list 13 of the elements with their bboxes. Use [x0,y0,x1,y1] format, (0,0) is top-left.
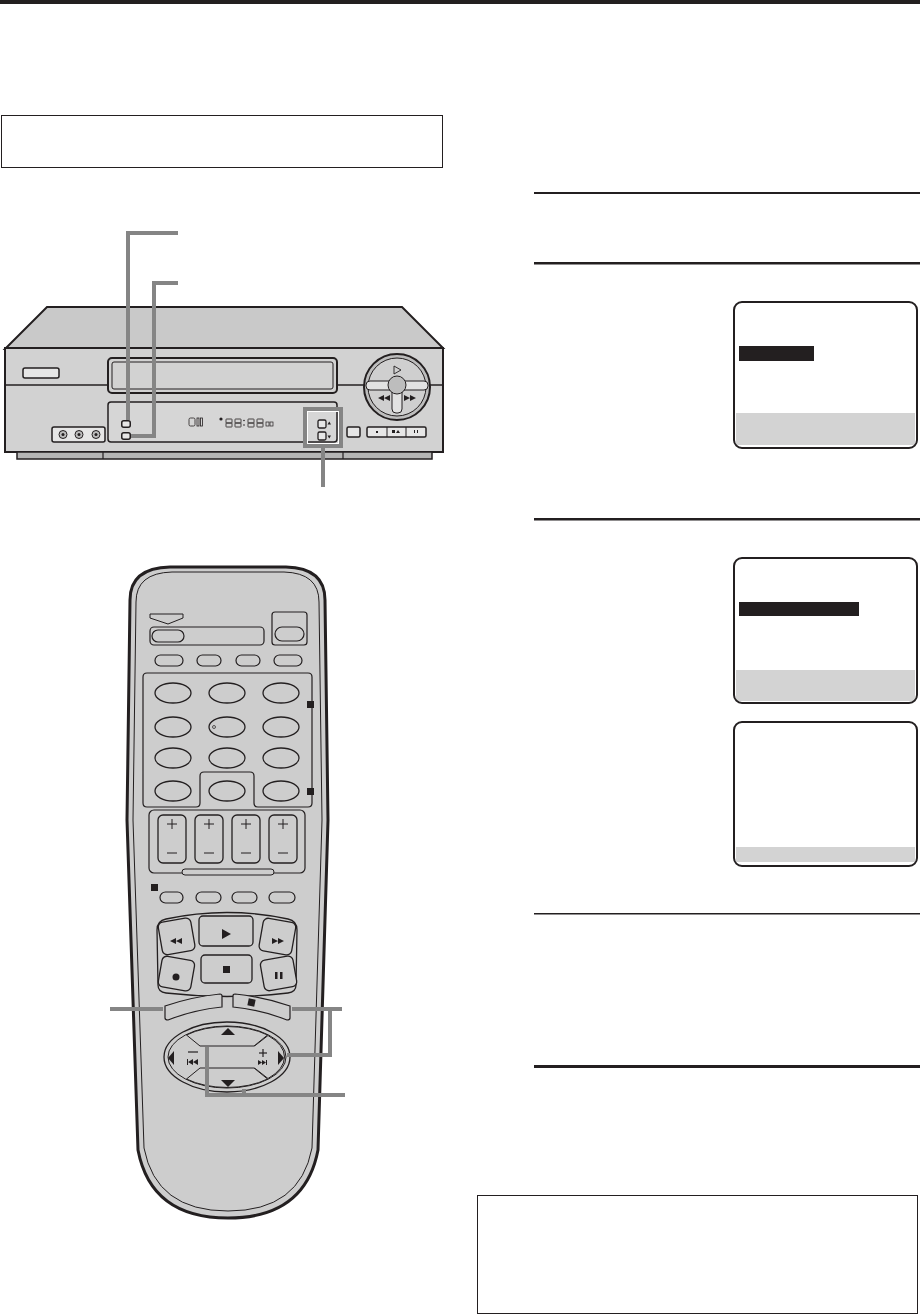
menu-screen [733,301,918,449]
front-panel-button [121,420,131,428]
stop-button [232,993,292,1021]
note-box [477,1195,918,1314]
leader-line [126,231,178,420]
menu-screen [733,721,918,867]
menu-screen [733,557,918,704]
note-box [1,115,443,168]
remote-button [163,993,223,1021]
down-arrow-button [186,1067,268,1089]
leader-line [110,1007,163,1011]
up-arrow-button [186,1025,268,1047]
leader-line [131,281,178,438]
